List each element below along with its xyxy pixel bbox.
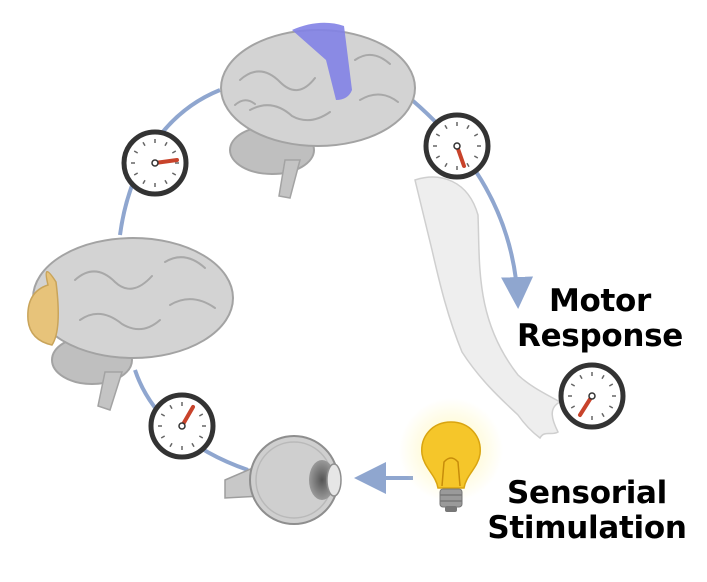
clock-icon-top-left — [121, 129, 189, 197]
bulb-base — [439, 488, 463, 508]
motor-label-line1: Motor — [548, 283, 652, 319]
cerebrum-left — [32, 237, 234, 359]
motor-cortex-band — [292, 22, 352, 100]
clock-icon-bottom-left — [148, 392, 216, 460]
visual-cortex-region — [27, 271, 59, 346]
arm-icon — [414, 176, 562, 440]
brain-stem — [278, 159, 301, 199]
motor-label-line2: Response — [517, 318, 683, 354]
sensorial-stimulation-label: Sensorial Stimulation — [478, 476, 696, 546]
brain-stem-left — [97, 371, 124, 411]
sensorial-label-line2: Stimulation — [487, 510, 687, 546]
clock-icon-bottom-right — [558, 362, 626, 430]
light-bulb-icon — [399, 398, 503, 512]
motor-response-label: Motor Response — [510, 284, 690, 354]
lens — [326, 463, 342, 497]
eye-icon — [224, 435, 342, 525]
sensorial-label-line1: Sensorial — [507, 475, 667, 511]
motor-cortex-brain-icon — [220, 22, 416, 199]
visual-cortex-brain-icon — [27, 237, 234, 411]
bulb-filament — [441, 457, 461, 487]
arc-top-right — [410, 98, 534, 309]
bulb-glass — [421, 421, 481, 489]
clock-icon-top-right — [423, 112, 491, 180]
